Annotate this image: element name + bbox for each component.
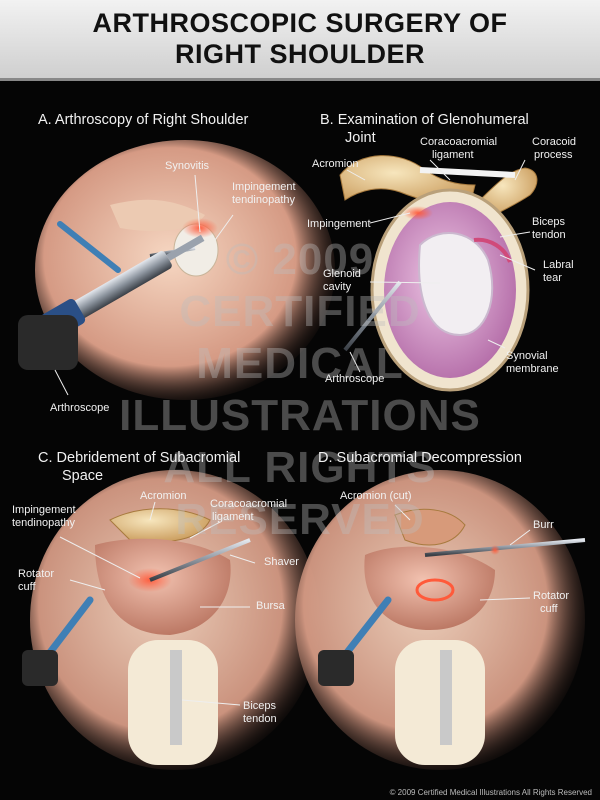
label-shaver: Shaver: [264, 556, 299, 568]
label-rotator-c: Rotator: [18, 568, 55, 580]
panel-a-surgeon-hand: [110, 199, 205, 232]
label-ligament-c: ligament: [212, 511, 254, 523]
panel-b-art: [339, 155, 538, 392]
label-process: process: [534, 149, 573, 161]
copyright-notice: © 2009 Certified Medical Illustrations A…: [389, 788, 592, 797]
panel-c-shaver: [149, 538, 251, 582]
label-coracoacromial: Coracoacromial: [420, 136, 498, 148]
panel-c-scope: [44, 596, 94, 659]
panel-a-leader-impingement: [214, 214, 234, 241]
label-glenoid: Glenoid: [323, 268, 361, 280]
panel-c-title-line-2: Space: [62, 468, 104, 484]
panel-a-camera-head: [18, 315, 78, 370]
panel-d-leaders: [394, 504, 531, 601]
label-bursa: Bursa: [256, 600, 285, 612]
label-tendon-c: tendon: [243, 713, 277, 725]
label-acromion-cut: Acromion (cut): [340, 490, 412, 502]
panel-a-leader-arthroscope: [54, 369, 69, 396]
title-banner: ARTHROSCOPIC SURGERY OF RIGHT SHOULDER: [0, 0, 600, 81]
label-biceps: Biceps: [532, 216, 566, 228]
panel-a-leader-synovitis: [194, 174, 201, 233]
panel-b-ligament: [419, 167, 516, 178]
panel-c-leaders: [59, 501, 256, 706]
label-synovitis: Synovitis: [165, 160, 210, 172]
panel-b-arthroscope: [343, 280, 402, 352]
panel-d-scope: [341, 596, 392, 659]
panel-d-title: D. Subacromial Decompression: [318, 450, 522, 466]
label-impingement-b: Impingement: [307, 218, 371, 230]
title-line-1: ARTHROSCOPIC SURGERY OF: [92, 8, 508, 38]
label-labral: Labral: [543, 259, 574, 271]
panel-a-title: A. Arthroscopy of Right Shoulder: [38, 112, 249, 128]
label-impingement: Impingement: [232, 181, 296, 193]
label-coracoid: Coracoid: [532, 136, 577, 148]
label-coracoacromial-c: Coracoacromial: [210, 498, 288, 510]
label-burr: Burr: [533, 519, 554, 531]
panel-b-coracoid: [479, 167, 538, 219]
label-membrane: membrane: [506, 363, 559, 375]
label-tendon: tendon: [532, 229, 566, 241]
panel-d-inflamed-ring: [415, 578, 455, 602]
panel-d-burr-tip-glow: [490, 545, 500, 555]
panel-d-acromion-cut: [394, 508, 466, 546]
label-tendinopathy: tendinopathy: [232, 194, 295, 206]
label-rotator-d: Rotator: [533, 590, 570, 602]
panel-b-title-line-1: B. Examination of Glenohumeral: [320, 112, 529, 128]
label-cuff-c: cuff: [18, 581, 36, 593]
label-cuff-d: cuff: [540, 603, 558, 615]
panel-a-art: [18, 140, 335, 400]
panel-b-leaders: [346, 159, 536, 373]
panel-c-title-line-1: C. Debridement of Subacromial: [38, 450, 241, 466]
label-impingement-c: Impingement: [12, 504, 76, 516]
panel-b-glenoid: [418, 232, 494, 337]
label-acromion-c: Acromion: [140, 490, 187, 502]
panel-c-art: [22, 470, 320, 770]
panel-a-fluid-tube: [57, 221, 121, 273]
panel-d-biceps-tendon: [440, 650, 452, 745]
panel-b-impingement-spot: [403, 206, 433, 220]
panel-d-camera: [318, 650, 354, 686]
label-arthroscope: Arthroscope: [50, 402, 110, 414]
label-ligament: ligament: [432, 149, 474, 161]
label-tendinopathy-c: tendinopathy: [12, 517, 75, 529]
panel-c-camera: [22, 650, 58, 686]
label-biceps-c: Biceps: [243, 700, 277, 712]
label-synovial: Synovial: [506, 350, 548, 362]
panel-d-art: [295, 470, 586, 770]
panel-d-rotator-cuff: [364, 546, 495, 630]
panel-c-biceps-tendon: [170, 650, 182, 745]
panel-d-burr: [424, 538, 586, 557]
panel-b-title-line-2: Joint: [345, 130, 376, 146]
label-acromion: Acromion: [312, 158, 359, 170]
label-cavity: cavity: [323, 281, 352, 293]
title-line-2: RIGHT SHOULDER: [175, 39, 425, 69]
label-tear: tear: [543, 272, 562, 284]
label-arthroscope-b: Arthroscope: [325, 373, 385, 385]
